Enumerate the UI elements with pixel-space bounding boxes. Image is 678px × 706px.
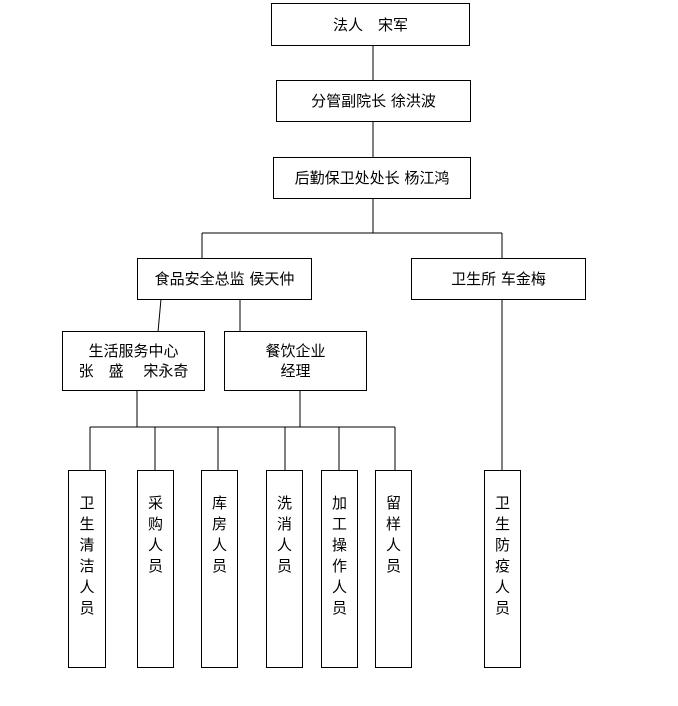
clinic-label: 卫生所 车金梅	[451, 270, 546, 288]
service-center-managers: 张 盛 宋永奇	[78, 362, 189, 380]
catering-manager-role: 经理	[280, 362, 311, 380]
staff-box-processing: 加工操作人员	[321, 470, 358, 668]
legal-rep-label: 法人 宋军	[332, 15, 408, 34]
staff-box-sampling: 留样人员	[375, 470, 412, 668]
catering-manager-title: 餐饮企业	[265, 342, 326, 360]
staff-box-dishwashing: 洗消人员	[266, 470, 303, 668]
staff-label-cleaning: 卫生清洁人员	[79, 494, 95, 617]
staff-box-purchasing: 采购人员	[137, 470, 174, 668]
vice-president-label: 分管副院长 徐洪波	[311, 92, 436, 110]
logistics-director-label: 后勤保卫处处长 杨江鸿	[294, 169, 450, 187]
service-center-box: 生活服务中心 张 盛 宋永奇	[62, 331, 205, 391]
staff-label-processing: 加工操作人员	[331, 494, 347, 617]
staff-box-cleaning: 卫生清洁人员	[68, 470, 106, 668]
catering-manager-box: 餐饮企业 经理	[224, 331, 367, 391]
legal-rep-box: 法人 宋军	[271, 3, 470, 46]
epidemic-staff-box: 卫生防疫人员	[484, 470, 521, 668]
clinic-box: 卫生所 车金梅	[411, 258, 586, 300]
food-safety-director-box: 食品安全总监 侯天仲	[137, 258, 312, 300]
staff-label-dishwashing: 洗消人员	[276, 494, 292, 575]
staff-label-purchasing: 采购人员	[147, 494, 163, 575]
staff-box-warehouse: 库房人员	[201, 470, 238, 668]
epidemic-staff-label: 卫生防疫人员	[494, 494, 510, 617]
staff-label-warehouse: 库房人员	[211, 494, 227, 575]
logistics-director-box: 后勤保卫处处长 杨江鸿	[273, 157, 471, 199]
vice-president-box: 分管副院长 徐洪波	[276, 80, 471, 122]
service-center-title: 生活服务中心	[88, 342, 179, 360]
staff-label-sampling: 留样人员	[385, 494, 401, 575]
food-safety-director-label: 食品安全总监 侯天仲	[154, 270, 295, 288]
connector-food-to-service	[157, 298, 162, 333]
